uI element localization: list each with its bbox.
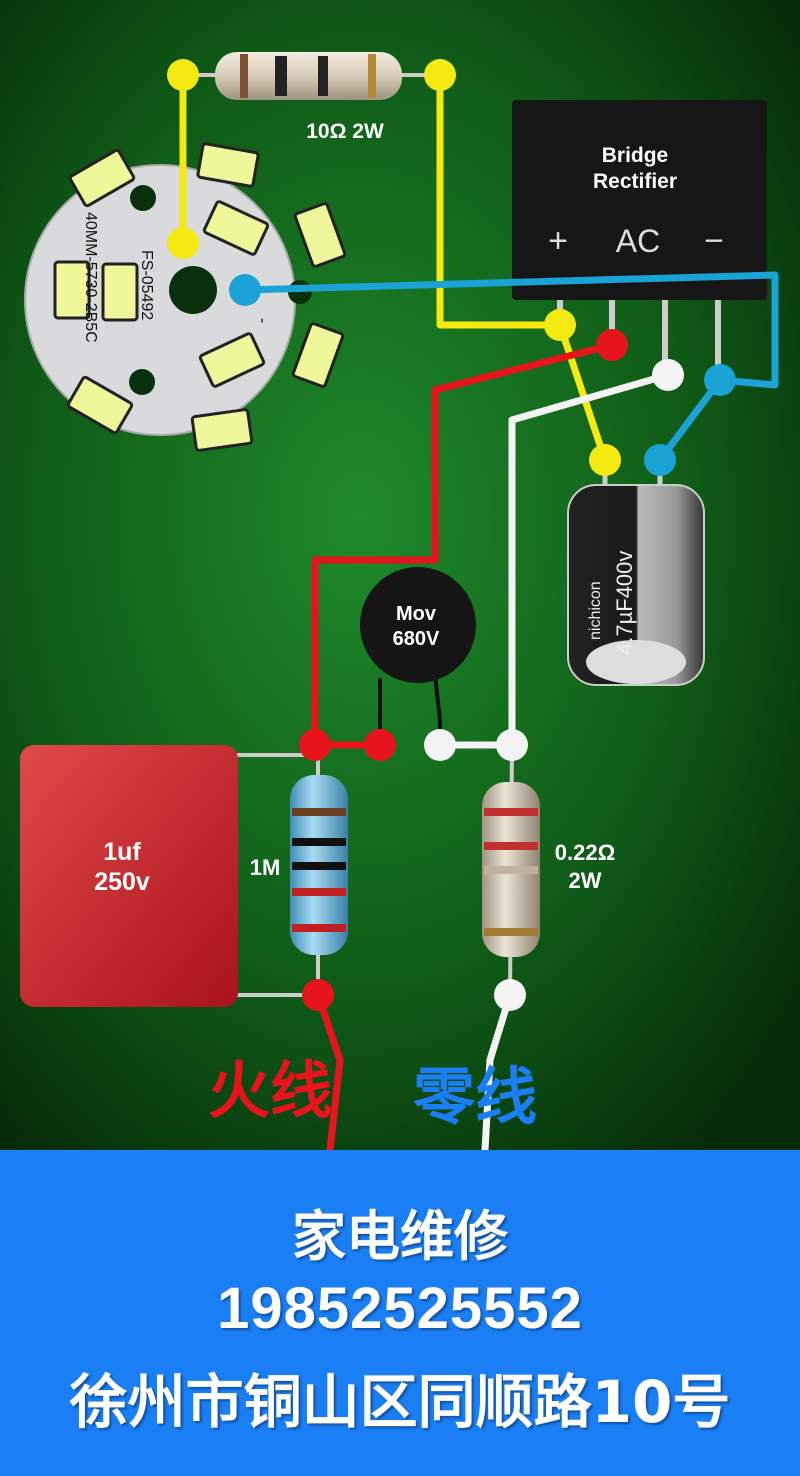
ac-terminal-label: AC (616, 223, 660, 259)
film-capacitor: 1uf 250v (20, 745, 238, 1007)
banner-service: 家电维修 (292, 1205, 508, 1268)
live-wire-label: 火线 (208, 1054, 332, 1127)
film-capacitor-label: 250v (94, 868, 150, 896)
banner-address: 徐州市铜山区同顺路10号 (69, 1368, 731, 1436)
blue-wire (241, 271, 779, 464)
red-wire (314, 991, 344, 1154)
electrolytic-capacitor: nichicon 4.7µF400v (567, 460, 705, 686)
resistor-label: 1M (250, 855, 281, 880)
resistor-1m: 1M (250, 775, 348, 955)
led-board-marking: 40MM-5730-2B5C (82, 212, 99, 343)
capacitor-marking: 4.7µF400v (612, 551, 637, 655)
white-wire (481, 991, 514, 1154)
resistor-label: 0.22Ω (555, 840, 615, 865)
bridge-label: Rectifier (593, 170, 677, 193)
neutral-wire-label: 零线 (413, 1060, 537, 1133)
led-board: FS-05492 40MM-5730-2B5C - (24, 142, 347, 452)
mov-label: 680V (393, 628, 440, 650)
minus-terminal-label: − (704, 222, 724, 260)
bridge-label: Bridge (602, 144, 669, 167)
yellow-wire (436, 71, 609, 464)
resistor-label: 2W (569, 868, 602, 893)
resistor-10ohm: 10Ω 2W (183, 52, 440, 143)
mov-label: Mov (396, 603, 437, 625)
resistor-label: 10Ω 2W (306, 120, 384, 143)
film-capacitor-label: 1uf (103, 838, 141, 866)
contact-banner: 家电维修 19852525552 徐州市铜山区同顺路10号 (0, 1150, 800, 1476)
plus-terminal-label: + (548, 222, 568, 260)
banner-phone: 19852525552 (217, 1276, 583, 1341)
resistor-0-22ohm: 0.22Ω 2W (482, 782, 615, 957)
bridge-rectifier: Bridge Rectifier + AC − (512, 100, 767, 380)
white-wire (436, 371, 672, 749)
capacitor-marking: nichicon (587, 581, 604, 640)
led-board-marking: FS-05492 (138, 250, 155, 320)
led-board-polarity: - (254, 318, 271, 323)
junction-dots (167, 59, 736, 1011)
wires (179, 71, 779, 1154)
mov-varistor: Mov 680V (360, 567, 476, 683)
